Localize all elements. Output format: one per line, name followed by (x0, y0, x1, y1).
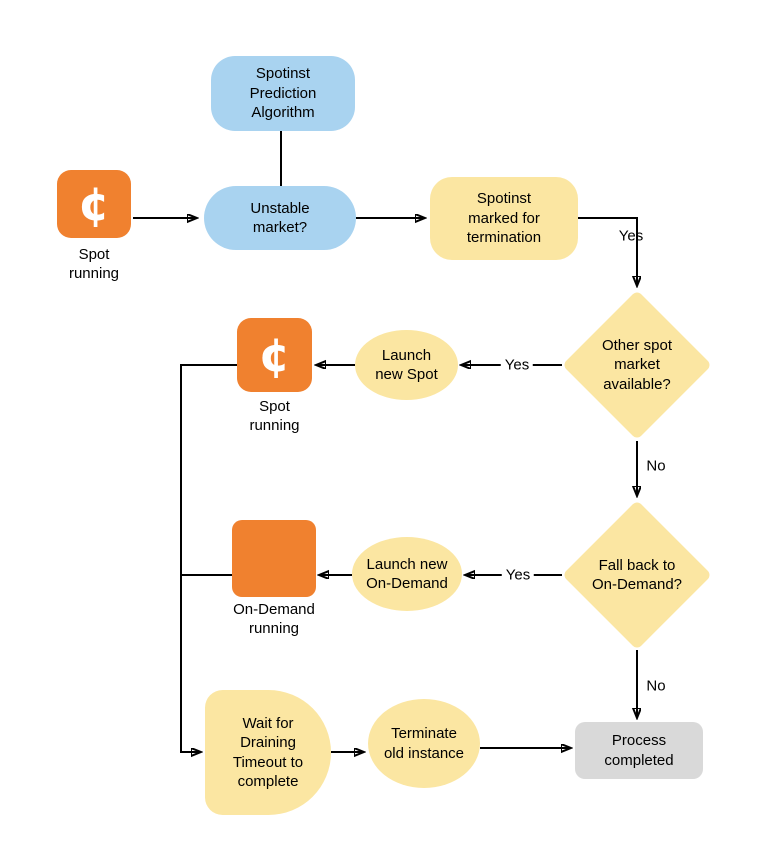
edge-label-no-spot: No (646, 457, 666, 475)
node-spot-running-1: ¢ (57, 170, 131, 238)
edge-label-yes-on-demand: Yes (501, 566, 535, 584)
spot-cent-icon: ¢ (77, 177, 110, 231)
edge-label-no-on-demand: No (646, 677, 666, 695)
node-terminate-old-instance: Terminate old instance (368, 699, 480, 788)
node-unstable-market: Unstable market? (204, 186, 356, 250)
node-prediction-algorithm: Spotinst Prediction Algorithm (211, 56, 355, 131)
edge-label-yes-spot: Yes (500, 356, 534, 374)
node-wait-draining-timeout: Wait for Draining Timeout to complete (205, 690, 331, 815)
edge-spot2-to-wait (180, 364, 237, 752)
node-spot-running-2: ¢ (237, 318, 312, 392)
on-demand-running-label: On-Demand running (233, 601, 315, 637)
node-launch-new-spot: Launch new Spot (355, 330, 458, 400)
spot-running-1-label: Spot running (68, 246, 120, 282)
decision-other-spot-market-label: Other spot market available? (601, 336, 673, 393)
node-on-demand-running (232, 520, 316, 597)
node-launch-new-on-demand: Launch new On-Demand (352, 537, 462, 611)
decision-fall-back-label: Fall back to On-Demand? (591, 556, 683, 594)
spot-cent-icon: ¢ (258, 328, 291, 382)
node-marked-for-termination: Spotinst marked for termination (430, 177, 578, 260)
edge-label-yes-termination: Yes (618, 227, 644, 245)
spot-running-2-label: Spot running (249, 398, 300, 434)
edge-marked-to-diamond1 (578, 217, 637, 285)
node-process-completed: Process completed (575, 722, 703, 779)
